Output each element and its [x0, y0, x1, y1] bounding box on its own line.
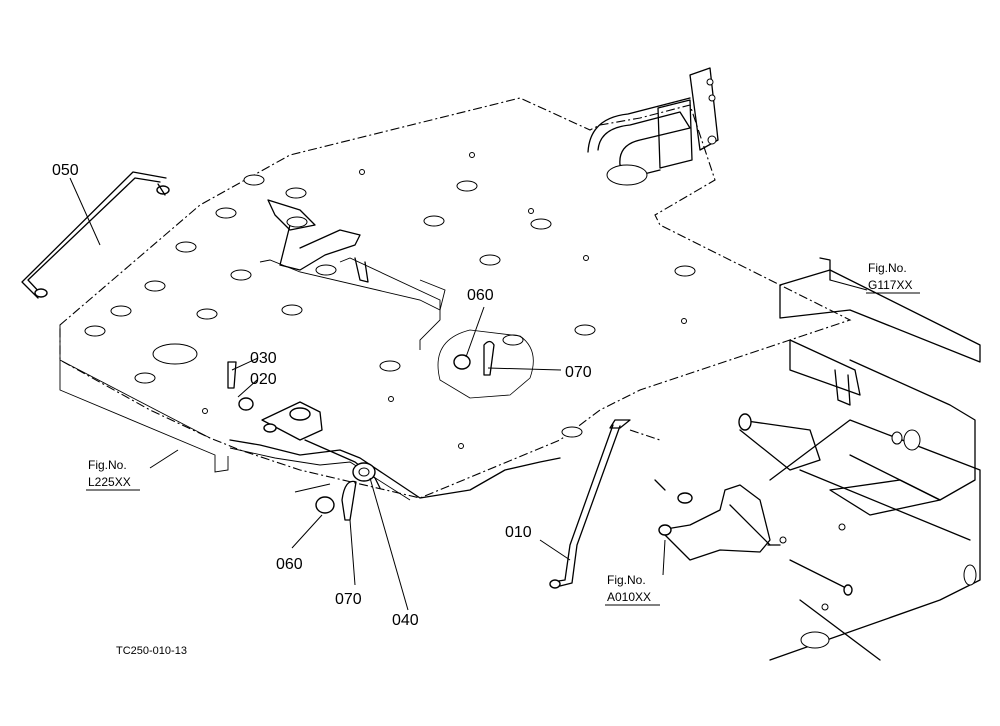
a010-assembly: [654, 479, 781, 561]
label-030: 030: [250, 350, 277, 367]
part-040-linkage: [261, 401, 381, 489]
pin-030: [227, 361, 237, 389]
label-050: 050: [52, 162, 79, 179]
fig-a010-code: A010XX: [607, 590, 651, 604]
figure-refs: Fig.No. G117XX Fig.No. L225XX Fig.No. A0…: [86, 261, 920, 606]
plate-holes: [84, 152, 696, 449]
fig-g117-code: G117XX: [868, 278, 912, 292]
washer-020: [238, 397, 254, 411]
fig-l225-code: L225XX: [88, 475, 131, 489]
fig-g117-title: Fig.No.: [868, 261, 907, 275]
drawing-code: TC250-010-13: [116, 645, 187, 657]
pin-070b: [341, 480, 357, 521]
leader-lines: [69, 177, 868, 611]
part-labels: 050 030 020 060 070 060 070 040 010: [52, 162, 592, 629]
washer-060b: [315, 496, 335, 514]
part-010-rod: [549, 419, 661, 589]
fig-a010-title: Fig.No.: [607, 573, 646, 587]
pin-070a: [483, 340, 495, 376]
washer-060a: [453, 354, 471, 370]
label-070-upper: 070: [565, 364, 592, 381]
small-parts: [227, 329, 534, 521]
part-050-rod: [21, 171, 170, 299]
right-frame: [738, 257, 981, 661]
label-040: 040: [392, 612, 419, 629]
label-060-lower: 060: [276, 556, 303, 573]
label-020: 020: [250, 371, 277, 388]
floor-plate: [59, 67, 852, 501]
fig-l225-title: Fig.No.: [88, 458, 127, 472]
label-070-lower: 070: [335, 591, 362, 608]
label-010: 010: [505, 524, 532, 541]
label-060-upper: 060: [467, 287, 494, 304]
